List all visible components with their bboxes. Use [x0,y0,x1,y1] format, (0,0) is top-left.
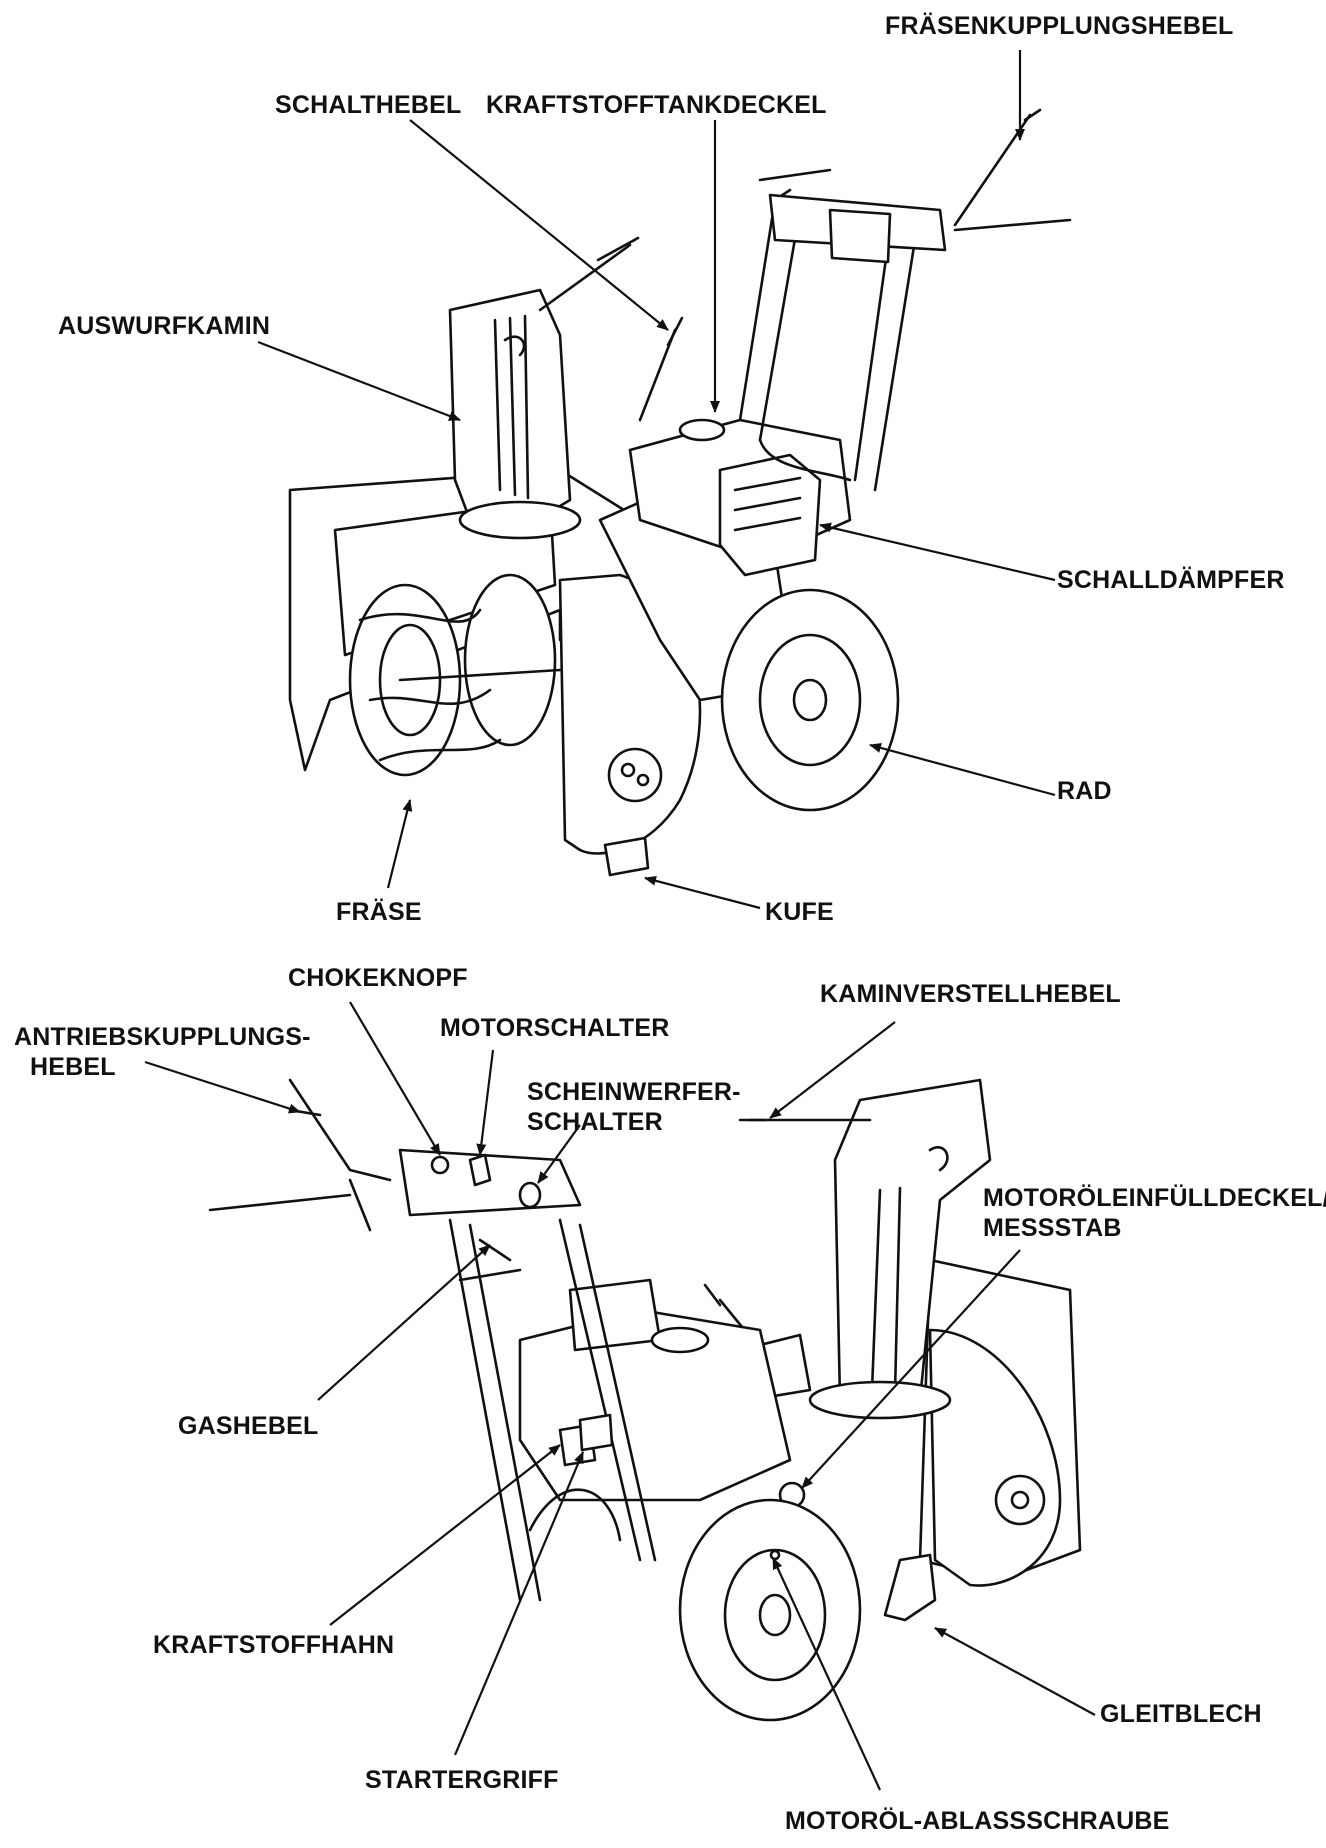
label-kraftstofftankdeckel: KRAFTSTOFFTANKDECKEL [486,91,827,119]
starter-grip [578,1413,614,1452]
top-muffler [718,453,822,577]
label-kraftstoffhahn: KRAFTSTOFFHAHN [153,1631,395,1659]
label-scheinwerferschalter-line1: SCHEINWERFER- [527,1078,741,1106]
label-antriebskupplungshebel-line1: ANTRIEBSKUPPLUNGS- [14,1023,311,1051]
top-auger [348,573,562,777]
top-fuel-cap [678,418,726,442]
label-kaminverstellhebel: KAMINVERSTELLHEBEL [820,980,1121,1008]
label-startergriff: STARTERGRIFF [365,1766,559,1794]
label-schalthebel: SCHALTHEBEL [275,91,462,119]
leader-lines [144,50,1096,1791]
bottom-skid-plate [883,1553,937,1622]
bottom-handlebar [208,1078,657,1602]
label-gashebel: GASHEBEL [178,1412,319,1440]
label-fraese: FRÄSE [336,898,422,926]
top-skid [603,836,650,877]
bottom-snowblower-illustration [208,1078,1082,1722]
top-wheel [720,588,900,812]
label-motoroeleinfuelldeckel-line1: MOTORÖLEINFÜLLDECKEL/ [983,1184,1326,1212]
label-kufe: KUFE [765,898,834,926]
bottom-wheel [528,1488,862,1722]
label-motoroel-ablassschraube: MOTORÖL-ABLASSSCHRAUBE [785,1807,1170,1835]
top-snowblower-illustration [288,108,1072,877]
label-rad: RAD [1057,777,1112,805]
label-fraesenkupplungshebel: FRÄSENKUPPLUNGSHEBEL [885,12,1234,40]
bottom-fuel-cap [650,1326,710,1354]
label-chokeknopf: CHOKEKNOPF [288,964,468,992]
label-antriebskupplungshebel-line2: HEBEL [30,1053,116,1081]
label-auswurfkamin: AUSWURFKAMIN [58,312,271,340]
label-motorschalter: MOTORSCHALTER [440,1014,670,1042]
top-handlebar [738,108,1072,492]
label-motoroeleinfuelldeckel-line2: MESSSTAB [983,1214,1122,1242]
label-schalldaempfer: SCHALLDÄMPFER [1057,566,1285,594]
label-scheinwerferschalter-line2: SCHALTER [527,1108,663,1136]
label-gleitblech: GLEITBLECH [1100,1700,1262,1728]
